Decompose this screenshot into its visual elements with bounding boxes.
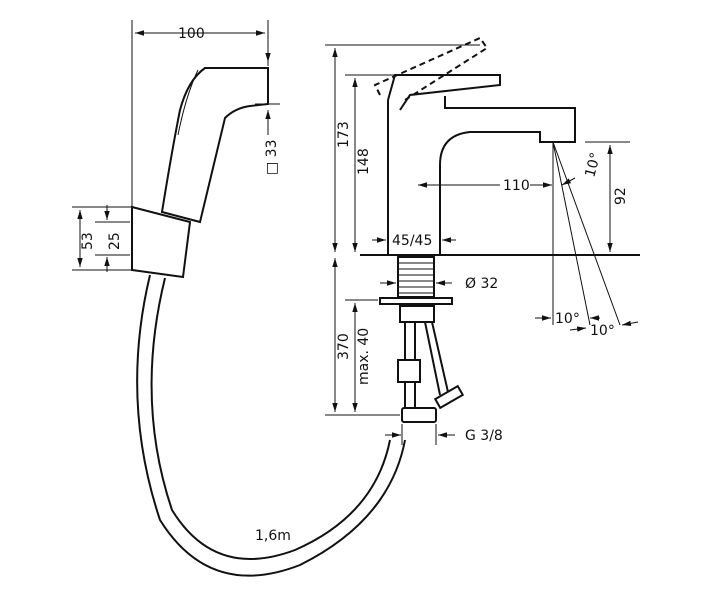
- dim-jet-angle-2: 10°: [590, 323, 615, 339]
- dim-shower-width: 100: [178, 26, 205, 42]
- hose: [136, 274, 406, 577]
- dim-overall-height: 173: [336, 121, 352, 148]
- shower-dimensions: 100 □ 33 53 25: [72, 20, 280, 272]
- dim-supply-length: 370: [336, 333, 352, 360]
- connection-nut: [401, 407, 437, 423]
- dim-shower-square: □ 33: [264, 140, 280, 176]
- faucet: [360, 36, 640, 423]
- dim-shank-diameter: Ø 32: [465, 276, 498, 292]
- dim-holder-inner: 25: [107, 232, 123, 250]
- dim-connection: G 3/8: [465, 428, 503, 444]
- dim-holder-height: 53: [80, 232, 96, 250]
- faucet-dimensions: 173 148 110 92 10° 45/45 Ø 32 10° 10° 37…: [255, 44, 639, 544]
- dim-spout-reach: 110: [503, 178, 530, 194]
- hand-shower: [131, 67, 406, 577]
- dim-lever-angle: 45/45: [392, 233, 432, 249]
- dim-spout-height: 92: [613, 187, 629, 205]
- dim-body-height: 148: [356, 148, 372, 175]
- dim-hose-length: 1,6m: [255, 528, 291, 544]
- shower-holder: [131, 205, 192, 279]
- mounting-plate: [379, 297, 453, 305]
- dim-jet-angle-1: 10°: [555, 311, 580, 327]
- dim-max-thickness: max. 40: [356, 328, 372, 385]
- threaded-shank: [397, 256, 435, 298]
- dim-spout-angle: 10°: [582, 151, 604, 179]
